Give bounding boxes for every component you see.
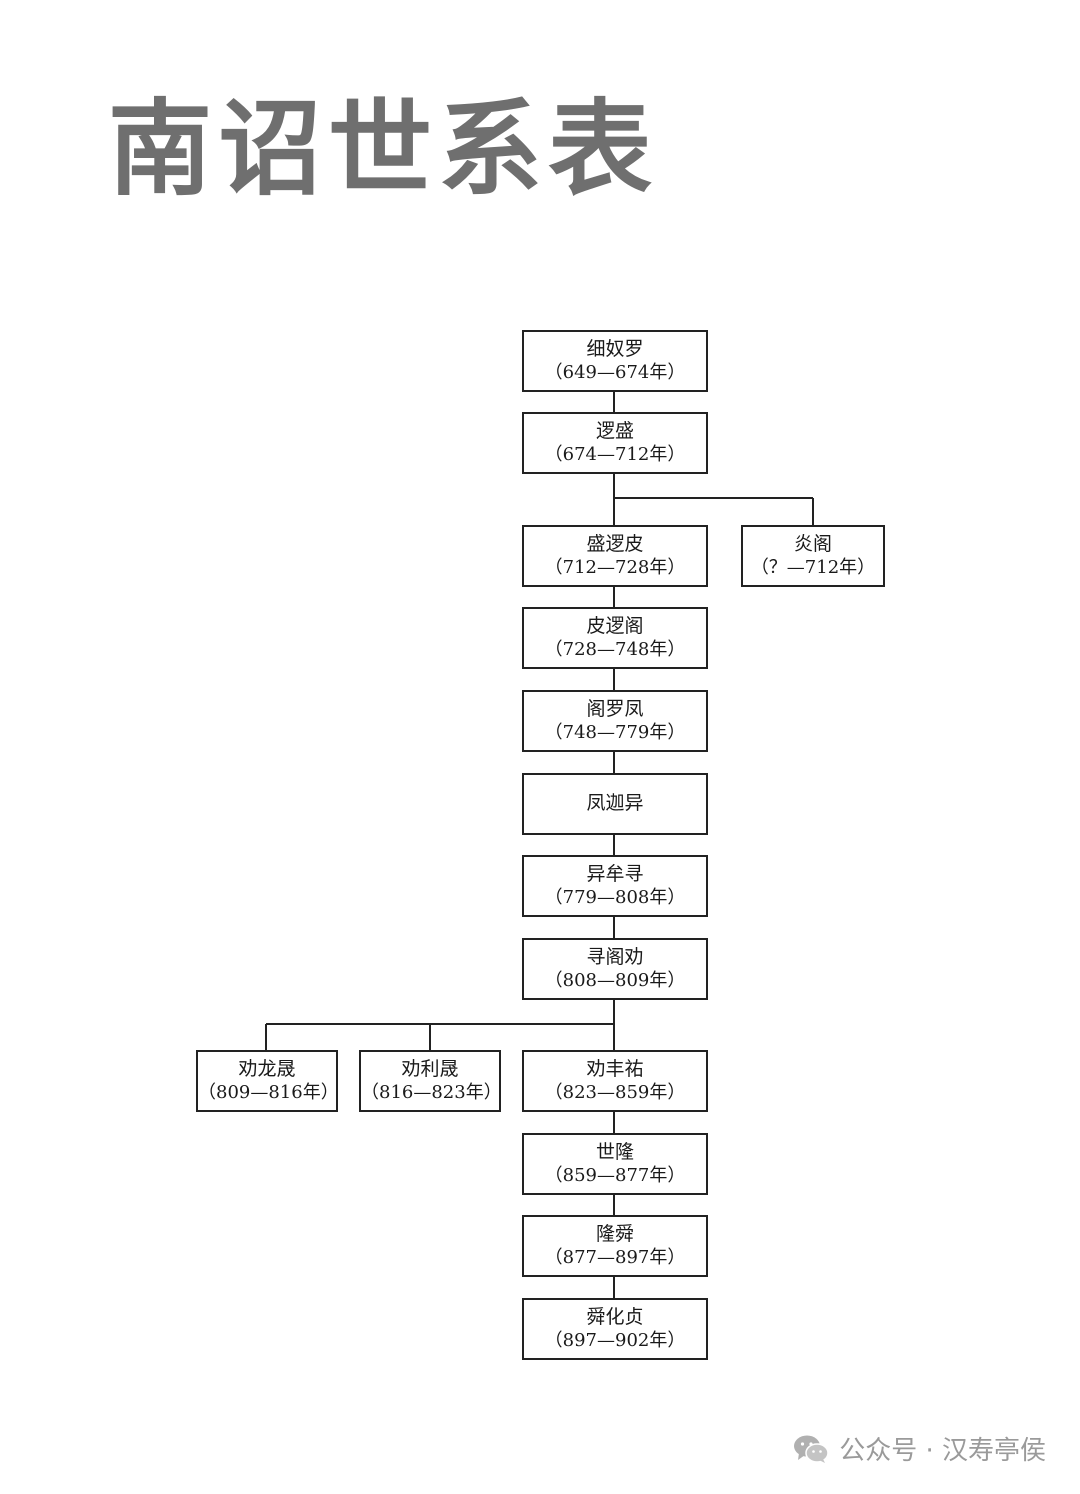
ruler-box-yange: 炎阁 （？—712年） [741, 525, 885, 587]
watermark: 公众号 · 汉寿亭侯 [793, 1430, 1046, 1467]
ruler-years: （649—674年） [544, 361, 686, 383]
ruler-years: （712—728年） [544, 556, 686, 578]
ruler-box-shilong: 世隆 （859—877年） [522, 1133, 708, 1195]
ruler-name: 劝利晟 [401, 1057, 459, 1080]
ruler-name: 盛逻皮 [586, 532, 644, 555]
ruler-name: 凤迦异 [586, 792, 644, 815]
ruler-years: （748—779年） [544, 721, 686, 743]
ruler-name: 劝龙晟 [238, 1057, 296, 1080]
ruler-name: 舜化贞 [586, 1305, 644, 1328]
ruler-box-piluoge: 皮逻阁 （728—748年） [522, 607, 708, 669]
ruler-box-xinuluo: 细奴罗 （649—674年） [522, 330, 708, 392]
ruler-name: 隆舜 [595, 1222, 634, 1245]
ruler-years: （674—712年） [544, 443, 686, 465]
ruler-name: 皮逻阁 [586, 614, 644, 637]
ruler-years: （859—877年） [544, 1164, 686, 1186]
ruler-box-shunhuazhen: 舜化贞 （897—902年） [522, 1298, 708, 1360]
ruler-box-quanfengyou: 劝丰祐 （823—859年） [522, 1050, 708, 1112]
ruler-name: 劝丰祐 [586, 1057, 644, 1080]
ruler-box-luosheng: 逻盛 （674—712年） [522, 412, 708, 474]
ruler-name: 世隆 [595, 1140, 634, 1163]
ruler-name: 炎阁 [793, 532, 832, 555]
ruler-box-xungequan: 寻阁劝 （808—809年） [522, 938, 708, 1000]
ruler-years: （877—897年） [544, 1246, 686, 1268]
ruler-name: 寻阁劝 [586, 945, 644, 968]
ruler-box-quanlongsheng: 劝龙晟 （809—816年） [196, 1050, 339, 1112]
ruler-box-geluofeng: 阁罗凤 （748—779年） [522, 690, 708, 752]
ruler-box-fengjiayi: 凤迦异 [522, 773, 708, 835]
wechat-icon [794, 1435, 829, 1463]
ruler-years: （728—748年） [544, 638, 686, 660]
ruler-name: 逻盛 [595, 419, 634, 442]
ruler-name: 异牟寻 [586, 862, 644, 885]
ruler-years: （？—712年） [750, 556, 876, 578]
page-title: 南诏世系表 [108, 88, 659, 210]
watermark-text: 公众号 · 汉寿亭侯 [839, 1436, 1046, 1466]
ruler-box-longshun: 隆舜 （877—897年） [522, 1215, 708, 1277]
ruler-box-yimouxun: 异牟寻 （779—808年） [522, 855, 708, 917]
ruler-years: （897—902年） [544, 1329, 686, 1351]
ruler-name: 阁罗凤 [586, 697, 644, 720]
ruler-box-shengluopi: 盛逻皮 （712—728年） [522, 525, 708, 587]
ruler-years: （779—808年） [544, 886, 686, 908]
ruler-name: 细奴罗 [586, 337, 644, 360]
ruler-years: （809—816年） [198, 1081, 339, 1103]
ruler-years: （823—859年） [544, 1081, 686, 1103]
ruler-years: （808—809年） [544, 969, 686, 991]
ruler-years: （816—823年） [361, 1081, 502, 1103]
ruler-box-quanlisheng: 劝利晟 （816—823年） [359, 1050, 502, 1112]
